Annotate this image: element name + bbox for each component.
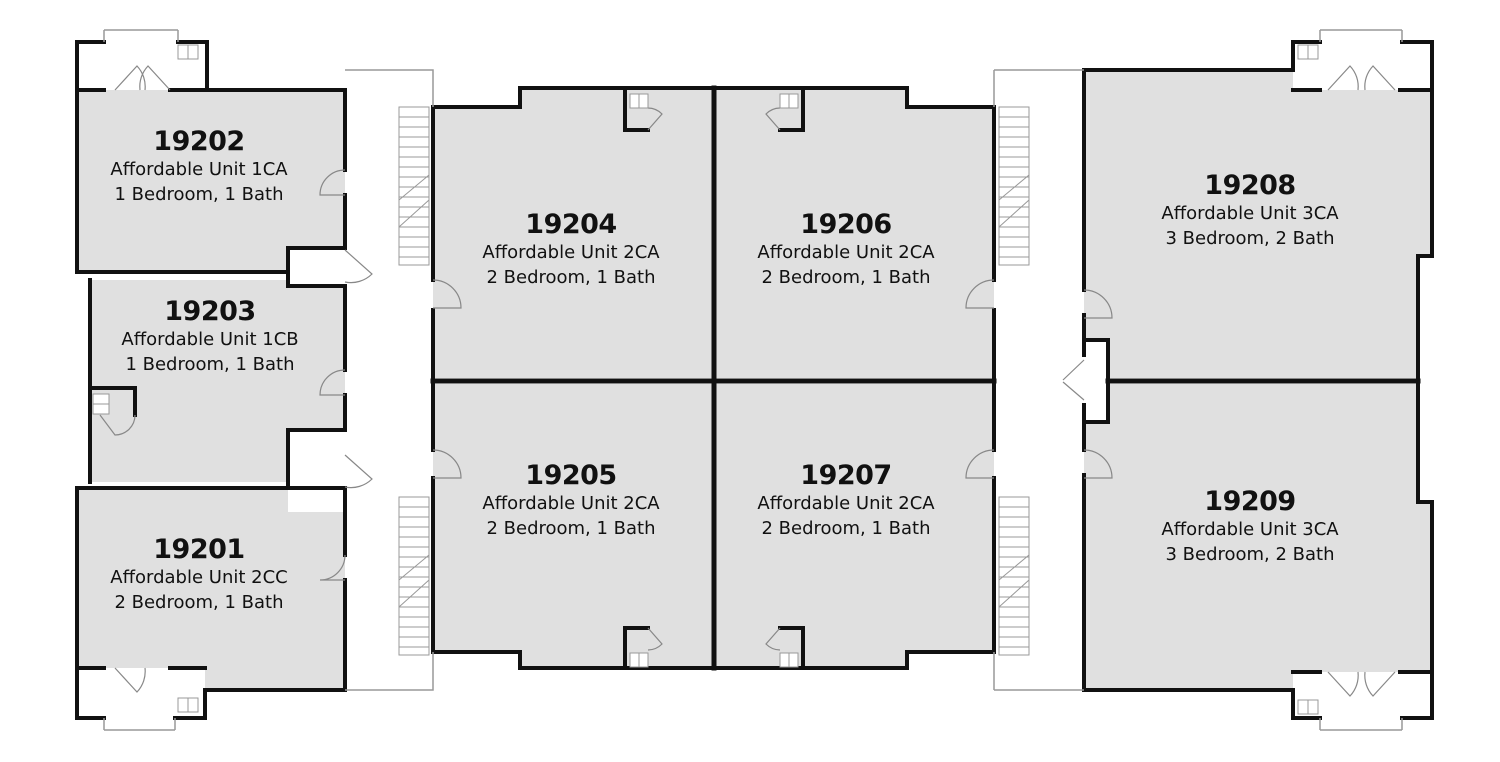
unit-type: Affordable Unit 2CA [757, 493, 935, 514]
unit-19202-fill [77, 90, 345, 272]
unit-19203-fill [90, 280, 345, 482]
unit-rooms: 2 Bedroom, 1 Bath [761, 267, 931, 288]
unit-19205-fill [433, 384, 712, 668]
unit-19202[interactable]: 19202 Affordable Unit 1CA 1 Bedroom, 1 B… [110, 126, 287, 207]
unit-number: 19202 [153, 126, 245, 157]
unit-number: 19204 [525, 209, 617, 240]
unit-type: Affordable Unit 1CB [121, 329, 299, 350]
unit-19201-fill [77, 488, 345, 690]
stair-right-upper [998, 106, 1030, 266]
utility-boxes [92, 44, 1319, 715]
unit-rooms: 3 Bedroom, 2 Bath [1165, 544, 1335, 565]
unit-type: Affordable Unit 2CC [110, 567, 288, 588]
unit-19209-fill [1084, 384, 1432, 690]
unit-number: 19206 [800, 209, 892, 240]
walls [75, 40, 1434, 720]
unit-rooms: 1 Bedroom, 1 Bath [114, 184, 284, 205]
unit-19204[interactable]: 19204 Affordable Unit 2CA 2 Bedroom, 1 B… [482, 209, 659, 290]
stair-left-upper [398, 106, 430, 266]
unit-rooms: 2 Bedroom, 1 Bath [114, 592, 284, 613]
thin-lines [103, 29, 1403, 731]
unit-type: Affordable Unit 2CA [482, 242, 660, 263]
unit-19208-fill [1084, 70, 1432, 378]
stairs [398, 106, 1030, 656]
unit-rooms: 1 Bedroom, 1 Bath [125, 354, 295, 375]
unit-type: Affordable Unit 3CA [1161, 203, 1339, 224]
unit-19201[interactable]: 19201 Affordable Unit 2CC 2 Bedroom, 1 B… [110, 534, 287, 615]
unit-type: Affordable Unit 3CA [1161, 519, 1339, 540]
unit-rooms: 2 Bedroom, 1 Bath [486, 518, 656, 539]
unit-type: Affordable Unit 2CA [757, 242, 935, 263]
unit-19204-fill [433, 88, 712, 378]
unit-19206-fill [716, 88, 994, 378]
doors [99, 65, 1396, 697]
unit-19206[interactable]: 19206 Affordable Unit 2CA 2 Bedroom, 1 B… [757, 209, 934, 290]
unit-rooms: 2 Bedroom, 1 Bath [761, 518, 931, 539]
unit-number: 19209 [1204, 486, 1296, 517]
unit-19207-fill [716, 384, 994, 668]
unit-fills [77, 70, 1432, 690]
unit-number: 19205 [525, 460, 617, 491]
unit-19203[interactable]: 19203 Affordable Unit 1CB 1 Bedroom, 1 B… [121, 296, 298, 377]
unit-19207[interactable]: 19207 Affordable Unit 2CA 2 Bedroom, 1 B… [757, 460, 934, 541]
unit-number: 19207 [800, 460, 892, 491]
unit-type: Affordable Unit 2CA [482, 493, 660, 514]
unit-number: 19208 [1204, 170, 1296, 201]
unit-19205[interactable]: 19205 Affordable Unit 2CA 2 Bedroom, 1 B… [482, 460, 659, 541]
unit-rooms: 3 Bedroom, 2 Bath [1165, 228, 1335, 249]
unit-number: 19201 [153, 534, 245, 565]
unit-rooms: 2 Bedroom, 1 Bath [486, 267, 656, 288]
unit-number: 19203 [164, 296, 256, 327]
unit-19209[interactable]: 19209 Affordable Unit 3CA 3 Bedroom, 2 B… [1161, 486, 1338, 567]
unit-19208[interactable]: 19208 Affordable Unit 3CA 3 Bedroom, 2 B… [1161, 170, 1338, 251]
unit-type: Affordable Unit 1CA [110, 159, 288, 180]
